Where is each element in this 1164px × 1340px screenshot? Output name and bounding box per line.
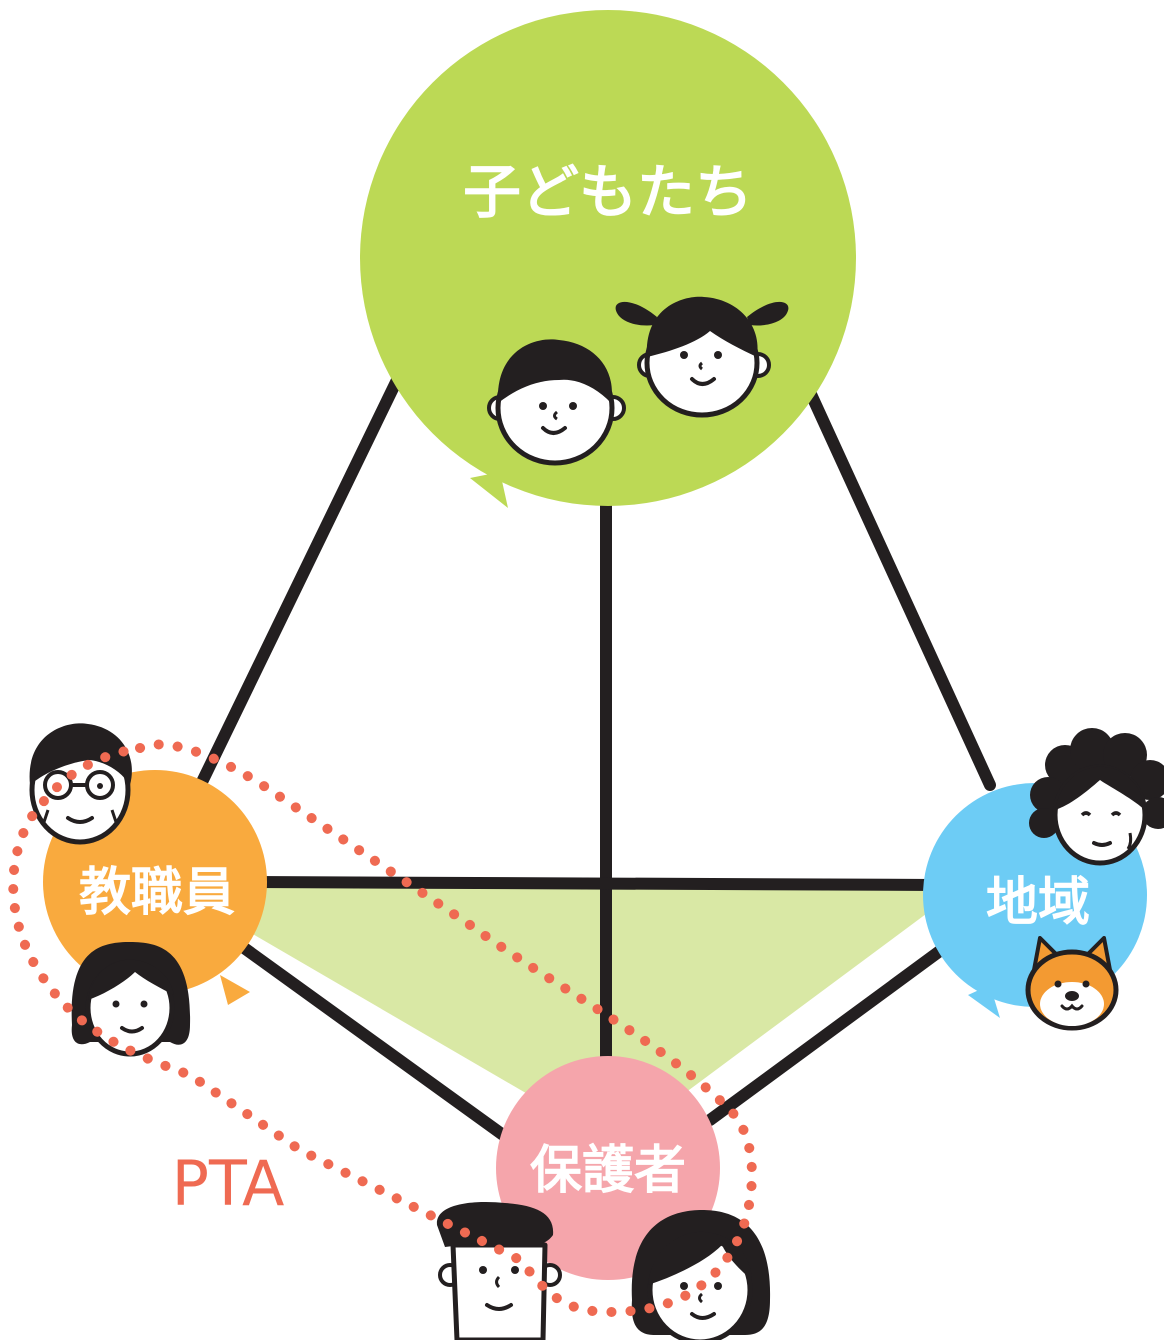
parents-node: 保護者	[436, 1056, 771, 1340]
shiba-dog-icon	[1025, 936, 1119, 1031]
line-children-community	[804, 386, 996, 791]
line-staff-parents	[234, 939, 516, 1146]
staff-label: 教職員	[79, 863, 235, 923]
staff-node: 教職員	[29, 723, 267, 1057]
parents-label: 保護者	[530, 1141, 686, 1201]
line-community-parents	[704, 939, 954, 1126]
collaboration-area	[160, 880, 965, 1145]
children-label: 子どもたち	[463, 158, 753, 226]
pta-label: PTA	[172, 1147, 285, 1220]
pta-dotted-boundary	[8, 739, 757, 1318]
community-label: 地域	[986, 873, 1090, 933]
staff-bubble-tail	[220, 975, 250, 1005]
line-staff-community	[244, 876, 941, 891]
community-node: 地域	[923, 728, 1164, 1031]
male-teacher-glasses-icon	[29, 723, 132, 845]
children-node: 子どもたち	[360, 10, 856, 508]
children-bubble-tail	[470, 472, 508, 508]
mother-face-icon	[631, 1210, 771, 1340]
boy-face-icon	[487, 339, 626, 466]
female-teacher-icon	[71, 942, 191, 1057]
father-face-icon	[436, 1202, 562, 1340]
line-children-staff	[196, 372, 404, 788]
grandmother-face-icon	[1029, 728, 1164, 866]
connection-lines	[196, 372, 996, 1146]
girl-pigtails-face-icon	[615, 296, 789, 418]
